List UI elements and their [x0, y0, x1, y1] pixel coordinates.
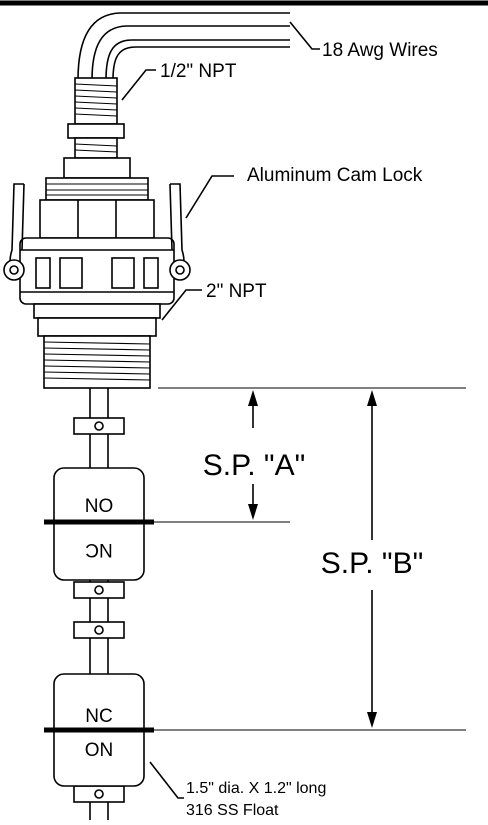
- callout-leaders: [121, 21, 320, 799]
- collar-upper: [73, 417, 125, 435]
- sp-b-arrow-bottom: [367, 712, 377, 728]
- lower-float-bottom-label: ON: [85, 740, 114, 761]
- upper-float-bottom-label: NC: [85, 539, 112, 560]
- callout-wires: 18 Awg Wires: [322, 40, 438, 61]
- sp-a-arrow-top: [248, 390, 258, 406]
- sp-a-dimension: S.P. "A": [203, 390, 305, 520]
- cam-lock-arm-right: [169, 183, 191, 281]
- callout-half-inch-npt: 1/2" NPT: [160, 61, 237, 82]
- sp-a-arrow-bottom: [248, 504, 258, 520]
- callout-float-material: 316 SS Float: [186, 802, 279, 819]
- cam-lock-arm-left: [3, 183, 25, 281]
- wires: [77, 12, 290, 81]
- callout-float-size: 1.5" dia. X 1.2" long: [186, 780, 326, 797]
- two-inch-npt-fitting: [33, 303, 161, 389]
- upper-float: NO NC: [44, 467, 154, 581]
- upper-float-top-label: NO: [85, 496, 114, 517]
- sp-b-label: S.P. "B": [321, 547, 423, 580]
- fitting-threads: [43, 341, 151, 381]
- sp-b-arrow-top: [367, 390, 377, 406]
- nipple-threads: [74, 83, 118, 117]
- collar-lower: [73, 785, 125, 803]
- sp-b-dimension: S.P. "B": [321, 390, 423, 728]
- lower-float: NC ON: [44, 673, 154, 787]
- collar-mid-bottom: [73, 621, 125, 639]
- callout-cam-lock: Aluminum Cam Lock: [247, 165, 423, 186]
- half-inch-npt-nipple: [67, 77, 125, 159]
- cam-lock-body: [19, 157, 175, 305]
- callout-two-inch-npt: 2" NPT: [206, 281, 267, 302]
- sp-a-label: S.P. "A": [203, 449, 305, 482]
- lower-float-top-label: NC: [85, 706, 112, 727]
- dimension-lines: [154, 387, 466, 731]
- collar-mid-top: [73, 581, 125, 599]
